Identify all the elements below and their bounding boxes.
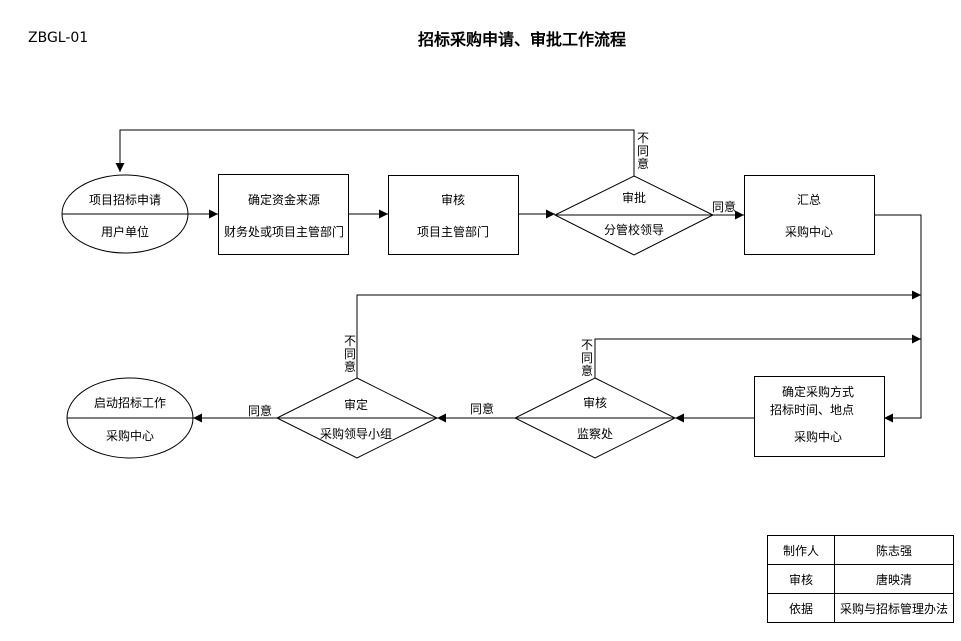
signoff-value: 唐映清 xyxy=(834,564,954,594)
signoff-row: 依据 采购与招标管理办法 xyxy=(767,593,954,623)
signoff-key: 审核 xyxy=(767,564,835,594)
agree-label-approve: 同意 xyxy=(711,200,737,214)
apply-owner: 用户单位 xyxy=(100,225,150,239)
review1-owner: 项目主管部门 xyxy=(416,225,490,239)
summary-owner: 采购中心 xyxy=(784,225,834,239)
approve-label: 审批 xyxy=(621,191,647,205)
funding-box xyxy=(218,174,349,255)
approve-owner: 分管校领导 xyxy=(603,223,665,237)
signoff-value: 陈志强 xyxy=(834,535,954,565)
disagree-label-audit: 不同意 xyxy=(580,338,593,378)
page-title: 招标采购申请、审批工作流程 xyxy=(417,30,627,49)
audit-diamond xyxy=(513,377,677,459)
edge-summary-method xyxy=(875,214,922,423)
funding-label: 确定资金来源 xyxy=(247,193,321,207)
disagree-label-approve: 不同意 xyxy=(636,131,649,171)
edge-decide-reject xyxy=(356,290,921,378)
signoff-row: 制作人 陈志强 xyxy=(767,535,954,565)
decide-owner: 采购领导小组 xyxy=(319,427,393,441)
signoff-table: 制作人 陈志强 审核 唐映清 依据 采购与招标管理办法 xyxy=(767,535,954,623)
signoff-value: 采购与招标管理办法 xyxy=(834,593,954,623)
approve-diamond xyxy=(553,175,715,256)
signoff-row: 审核 唐映清 xyxy=(767,564,954,594)
method-label: 确定采购方式 xyxy=(781,385,855,399)
method-owner: 采购中心 xyxy=(793,430,843,444)
disagree-label-decide: 不同意 xyxy=(343,334,356,374)
document-code: ZBGL-01 xyxy=(28,30,89,46)
edge-audit-reject xyxy=(594,334,921,378)
audit-owner: 监察处 xyxy=(576,427,614,441)
funding-owner: 财务处或项目主管部门 xyxy=(223,225,345,239)
apply-label: 项目招标申请 xyxy=(88,193,162,207)
signoff-key: 依据 xyxy=(767,593,835,623)
method-label-2: 招标时间、地点 xyxy=(769,403,855,417)
summary-box xyxy=(744,175,875,255)
signoff-key: 制作人 xyxy=(767,535,835,565)
agree-label-audit: 同意 xyxy=(469,402,495,416)
audit-label: 审核 xyxy=(582,396,608,410)
edge-approve-reject xyxy=(115,129,635,176)
review1-label: 审核 xyxy=(440,193,466,207)
start-label: 启动招标工作 xyxy=(93,396,167,410)
start-owner: 采购中心 xyxy=(105,429,155,443)
decide-label: 审定 xyxy=(343,398,369,412)
decide-diamond xyxy=(275,377,439,459)
summary-label: 汇总 xyxy=(796,193,822,207)
agree-label-decide: 同意 xyxy=(247,404,273,418)
review1-box xyxy=(388,175,519,255)
